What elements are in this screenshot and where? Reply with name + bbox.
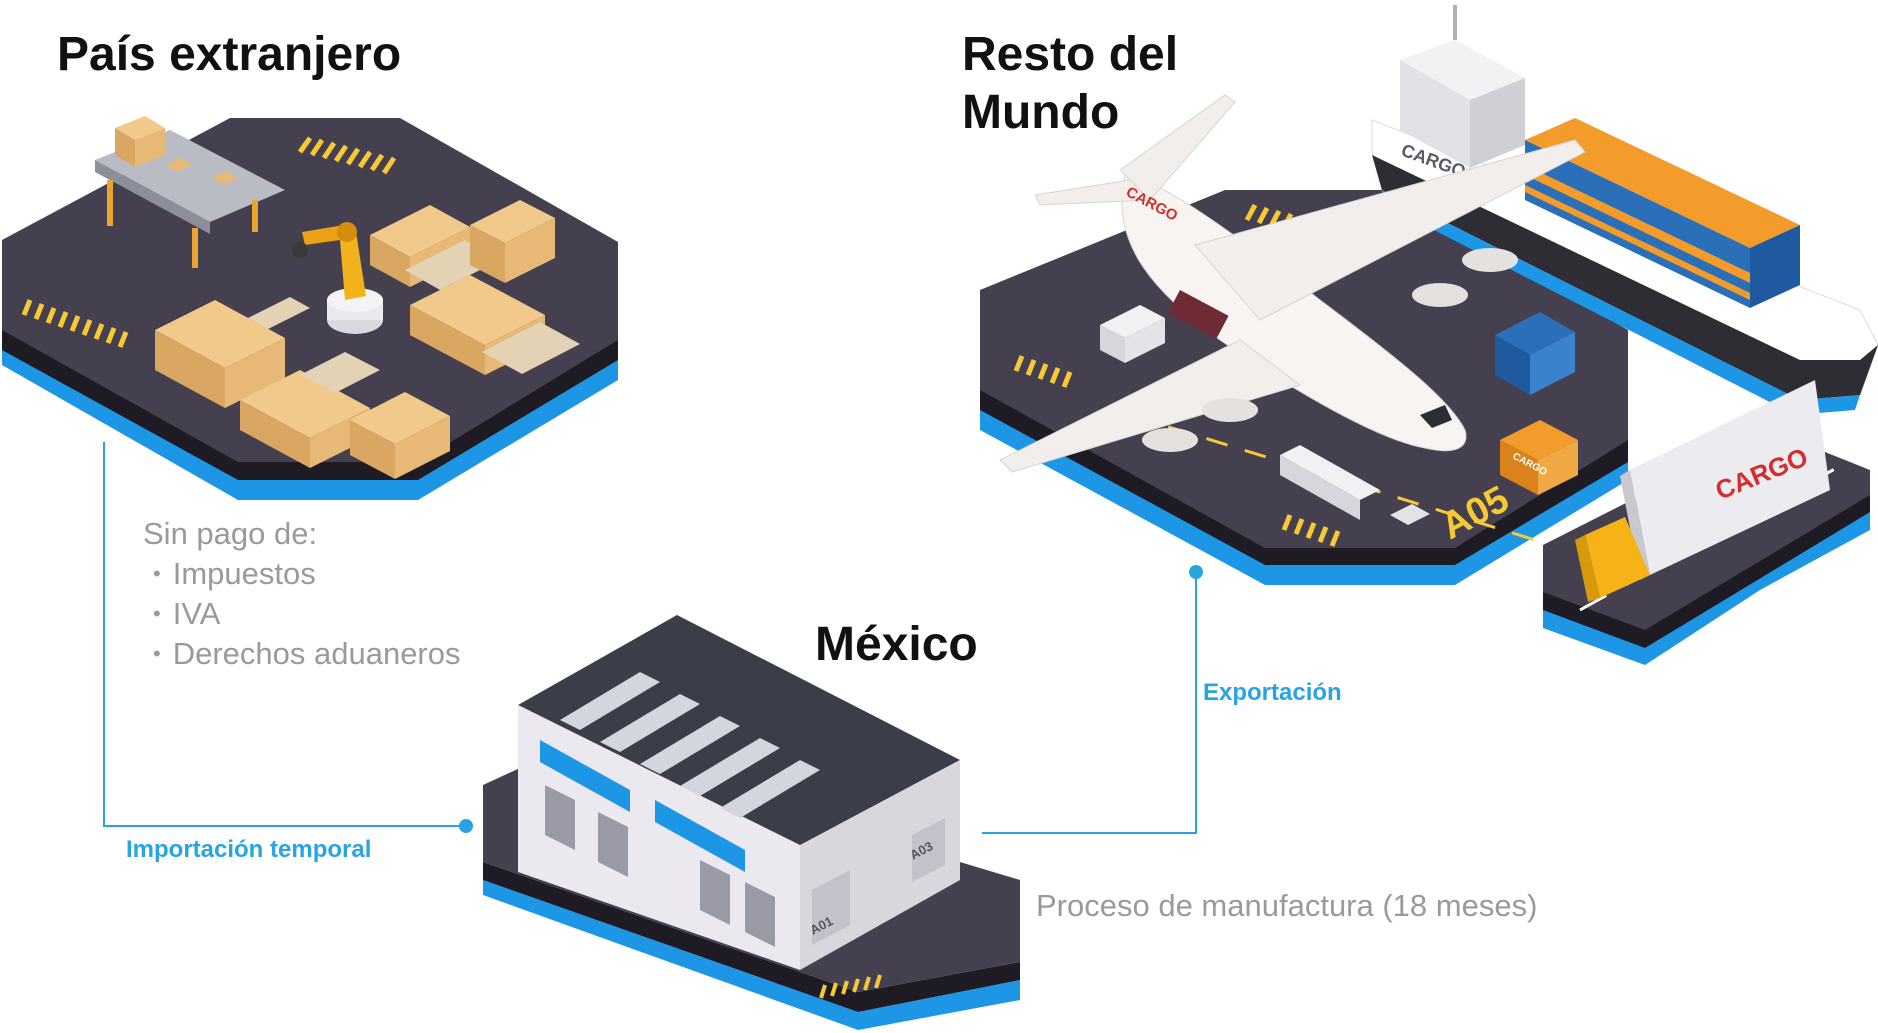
rest-of-world-title: Resto del Mundo	[962, 26, 1178, 142]
tax-item-customs-duties: Derechos aduaneros	[153, 634, 461, 674]
mexico-title: México	[815, 616, 978, 674]
export-label: Exportación	[1203, 679, 1342, 707]
tax-exemption-heading: Sin pago de:	[143, 514, 461, 554]
export-connector-dot	[1189, 565, 1203, 579]
foreign-country-title: País extranjero	[57, 26, 401, 84]
tax-item-taxes: Impuestos	[153, 554, 461, 594]
tax-exemption-list: Impuestos IVA Derechos aduaneros	[143, 554, 461, 674]
mexico-platform: A01 A03	[483, 615, 1020, 1030]
manufacturing-process-note: Proceso de manufactura (18 meses)	[1036, 886, 1537, 926]
temporary-import-label: Importación temporal	[126, 836, 371, 864]
import-connector-dot	[459, 819, 473, 833]
tax-exemption-note: Sin pago de: Impuestos IVA Derechos adua…	[143, 514, 461, 674]
tax-item-vat: IVA	[153, 594, 461, 634]
export-connector	[982, 572, 1196, 833]
foreign-country-platform	[2, 116, 618, 500]
